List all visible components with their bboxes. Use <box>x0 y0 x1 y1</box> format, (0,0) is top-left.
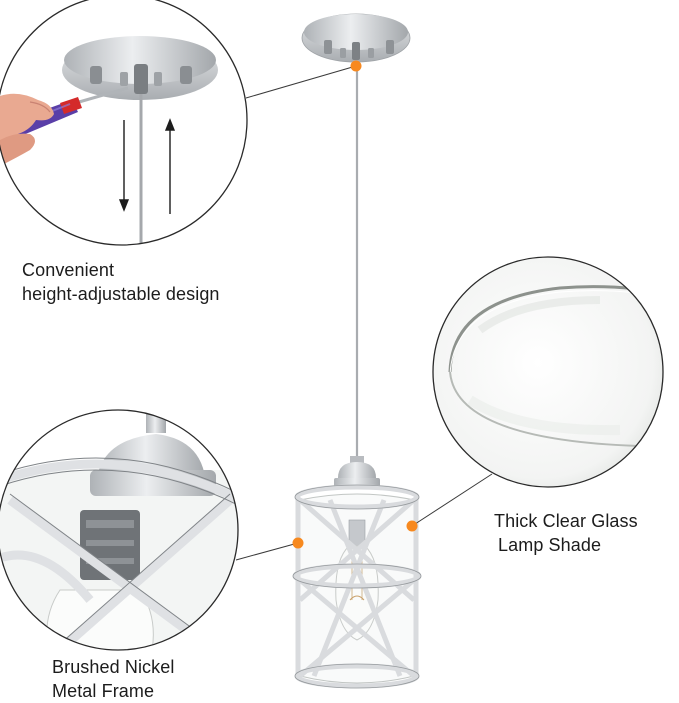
callout-line-canopy <box>245 65 357 99</box>
adjust-arrows <box>118 118 176 214</box>
callout-line-frame <box>235 542 299 561</box>
callout-dot-frame <box>292 537 304 549</box>
caption-metal-frame: Brushed Nickel Metal Frame <box>52 655 174 703</box>
callout-line-glass <box>411 473 493 527</box>
caption-glass-shade: Thick Clear Glass Lamp Shade <box>494 509 638 557</box>
caption-frame-line2: Metal Frame <box>52 681 155 701</box>
socket-cap <box>334 456 380 488</box>
caption-height-line2: height-adjustable design <box>22 284 220 304</box>
hand <box>0 93 54 166</box>
frame-detail <box>0 409 239 651</box>
callout-dot-glass <box>406 520 418 532</box>
pendant-light <box>292 13 422 689</box>
caption-frame-line1: Brushed Nickel <box>52 657 175 677</box>
caption-glass-line2: Lamp Shade <box>498 535 602 555</box>
caption-height-line1: Convenient <box>22 260 115 280</box>
caption-glass-line1: Thick Clear Glass <box>494 511 638 531</box>
caption-height-adjustable: Convenient height-adjustable design <box>22 258 220 306</box>
ceiling-canopy <box>301 13 411 63</box>
callout-dot-canopy <box>350 60 362 72</box>
glass-detail <box>432 256 664 488</box>
height-adjust-detail <box>0 0 248 246</box>
